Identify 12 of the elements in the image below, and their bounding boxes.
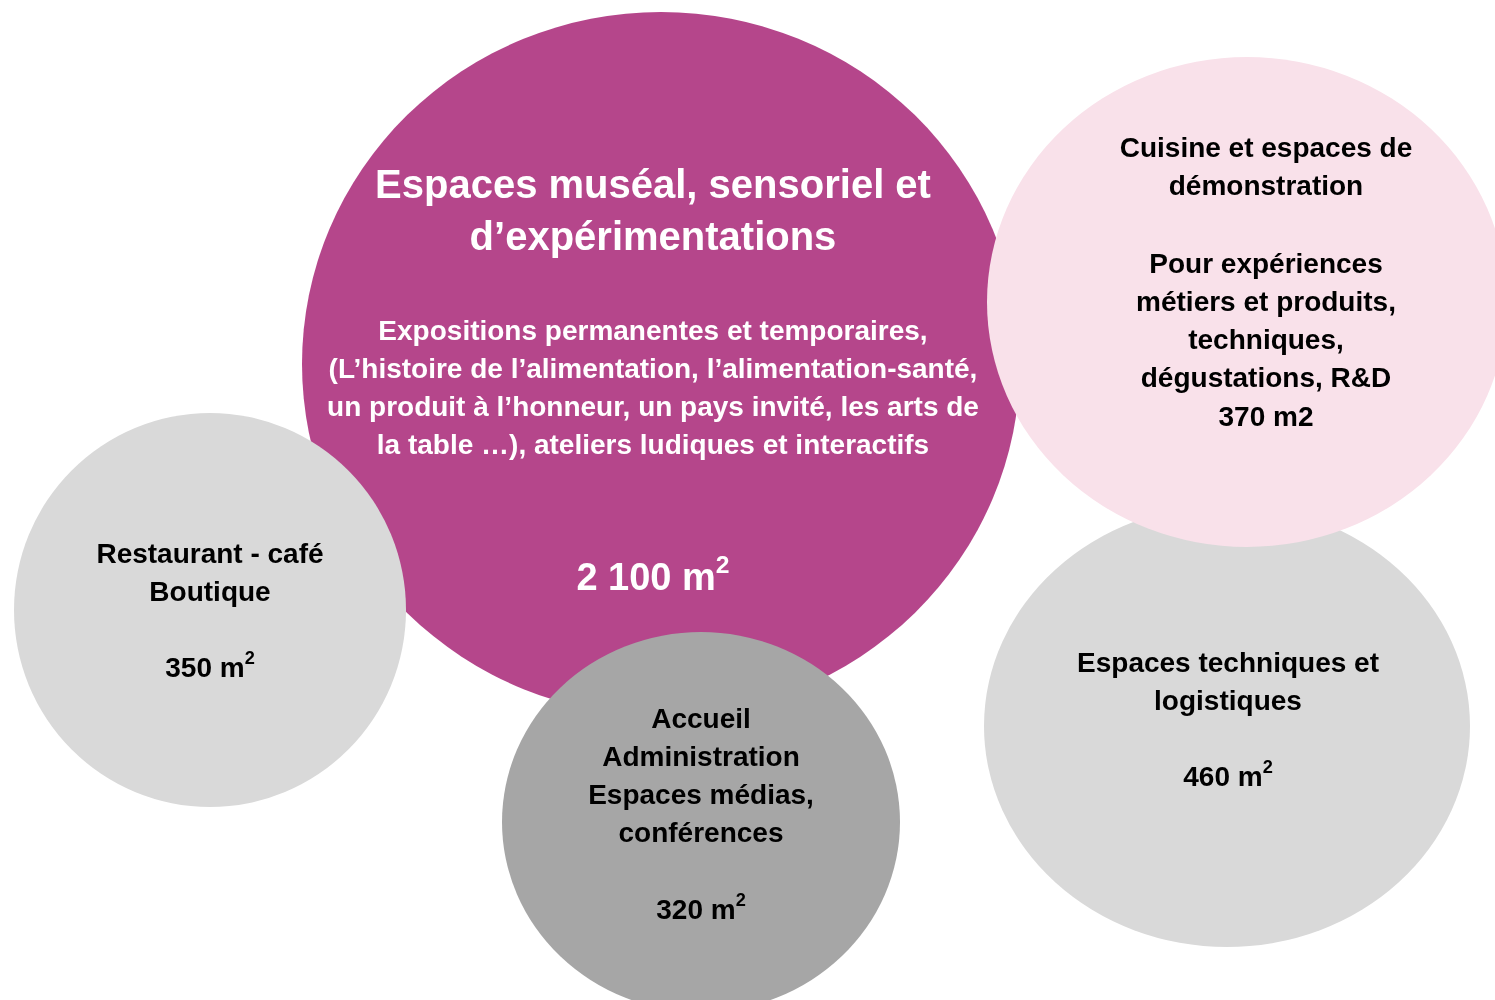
area-value: 350 m$^{2}$ — [164, 649, 256, 685]
area-value: 2 100 m$^{2}$ — [575, 552, 731, 600]
heading: Restaurant - café Boutique — [95, 537, 325, 609]
heading: Espaces techniques et logistiques — [1076, 646, 1380, 718]
description: Expositions permanentes et temporaires, (L’histoire de l’alimentation, l’alimentation-santé, un produit à l’honneur, un pays invité, les arts de la table …), ateliers ludiques et interactifs — [326, 314, 980, 462]
heading: Espaces muséal, sensoriel et d’expérimentations — [374, 161, 932, 260]
heading: Cuisine et espaces de démonstration — [1118, 131, 1414, 203]
area-value: 320 m$^{2}$ — [655, 891, 747, 927]
area-value: 370 m2 — [1217, 400, 1315, 434]
heading: Accueil Administration Espaces médias, conférences — [587, 702, 815, 850]
description: Pour expériences métiers et produits, techniques, dégustations, R&D — [1135, 247, 1397, 395]
area-value: 460 m$^{2}$ — [1182, 758, 1274, 794]
